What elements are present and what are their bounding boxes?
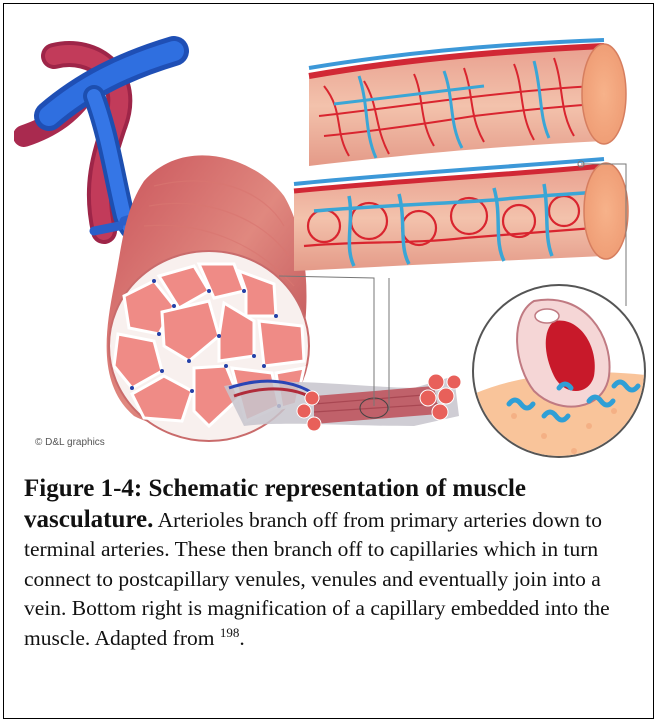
figure-caption: Figure 1-4: Schematic representation of … <box>24 474 644 653</box>
vessel-band-lower <box>294 159 628 271</box>
figure-frame: © D&L graphics Figure 1-4: Schematic rep… <box>3 3 654 719</box>
image-credit: © D&L graphics <box>35 437 105 448</box>
caption-reference: 198 <box>220 624 240 639</box>
muscle-vasculature-illustration <box>14 16 654 462</box>
vessel-band-upper <box>309 40 626 166</box>
muscle-fiber-bundle <box>224 374 461 431</box>
capillary-magnification <box>469 285 654 462</box>
caption-end: . <box>239 626 244 650</box>
